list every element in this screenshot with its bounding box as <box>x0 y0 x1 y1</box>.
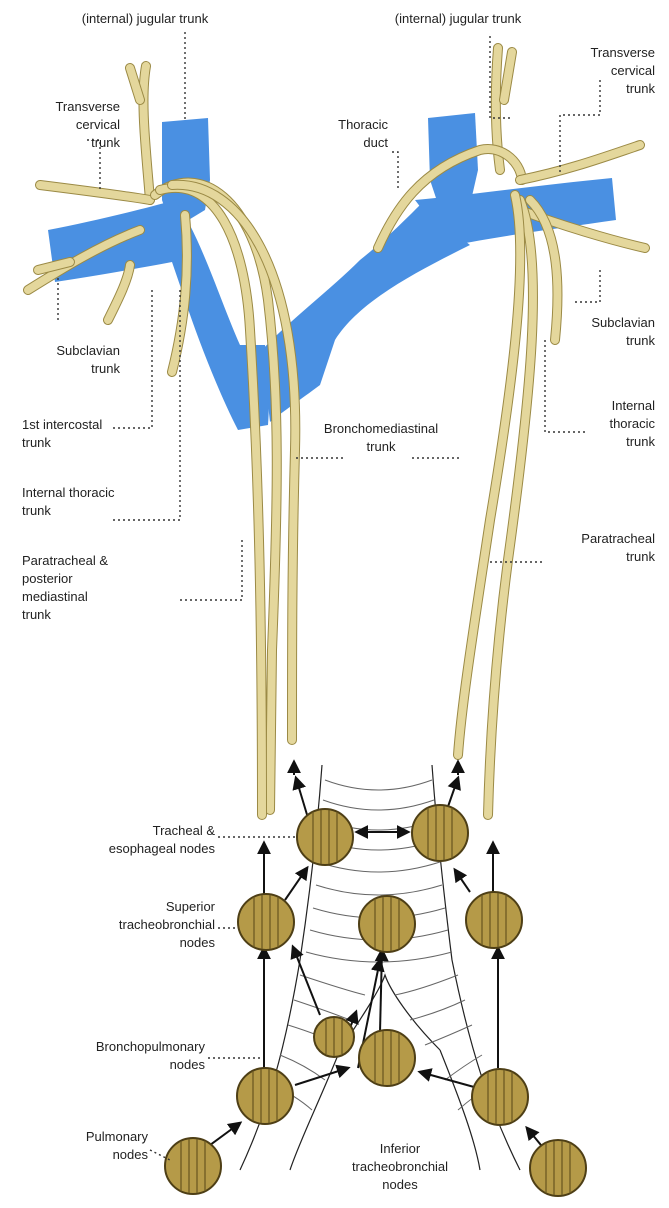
subclavian-right-label: Subclavian trunk <box>545 314 655 350</box>
pulmonary-label: Pulmonary nodes <box>40 1128 148 1164</box>
pulmonary-node-right <box>530 1140 586 1196</box>
tracheal-esophageal-label: Tracheal & esophageal nodes <box>60 822 215 858</box>
jugular-left-label: (internal) jugular trunk <box>40 10 250 28</box>
bronchopulmonary-node-left <box>237 1068 293 1124</box>
pulmonary-node-left <box>165 1138 221 1194</box>
tracheal-node-left <box>297 809 353 865</box>
transverse-cervical-left-label: Transverse cervical trunk <box>10 98 120 152</box>
subclavian-left-label: Subclavian trunk <box>10 342 120 378</box>
first-intercostal-label: 1st intercostal trunk <box>22 416 152 452</box>
paratracheal-right-label: Paratracheal trunk <box>545 530 655 566</box>
internal-thoracic-right-label: Internal thoracic trunk <box>545 397 655 451</box>
tracheal-node-right <box>412 805 468 861</box>
superior-tb-node-left <box>238 894 294 950</box>
internal-thoracic-left-label: Internal thoracic trunk <box>22 484 172 520</box>
bronchomediastinal-label: Bronchomediastinal trunk <box>296 420 466 456</box>
superior-tb-node-right <box>466 892 522 948</box>
paratracheal-posterior-label: Paratracheal & posterior mediastinal tru… <box>22 552 172 624</box>
thoracic-duct-label: Thoracic duct <box>290 116 388 152</box>
bronchopulmonary-label: Bronchopulmonary nodes <box>40 1038 205 1074</box>
lymph-nodes <box>165 805 586 1196</box>
small-central-node <box>314 1017 354 1057</box>
superior-tb-node-center <box>359 896 415 952</box>
bronchopulmonary-node-right <box>472 1069 528 1125</box>
superior-tracheobronchial-label: Superior tracheobronchial nodes <box>60 898 215 952</box>
inferior-tb-node <box>359 1030 415 1086</box>
inferior-tracheobronchial-label: Inferior tracheobronchial nodes <box>330 1140 470 1194</box>
transverse-cervical-right-label: Transverse cervical trunk <box>545 44 655 98</box>
jugular-right-label: (internal) jugular trunk <box>353 10 563 28</box>
